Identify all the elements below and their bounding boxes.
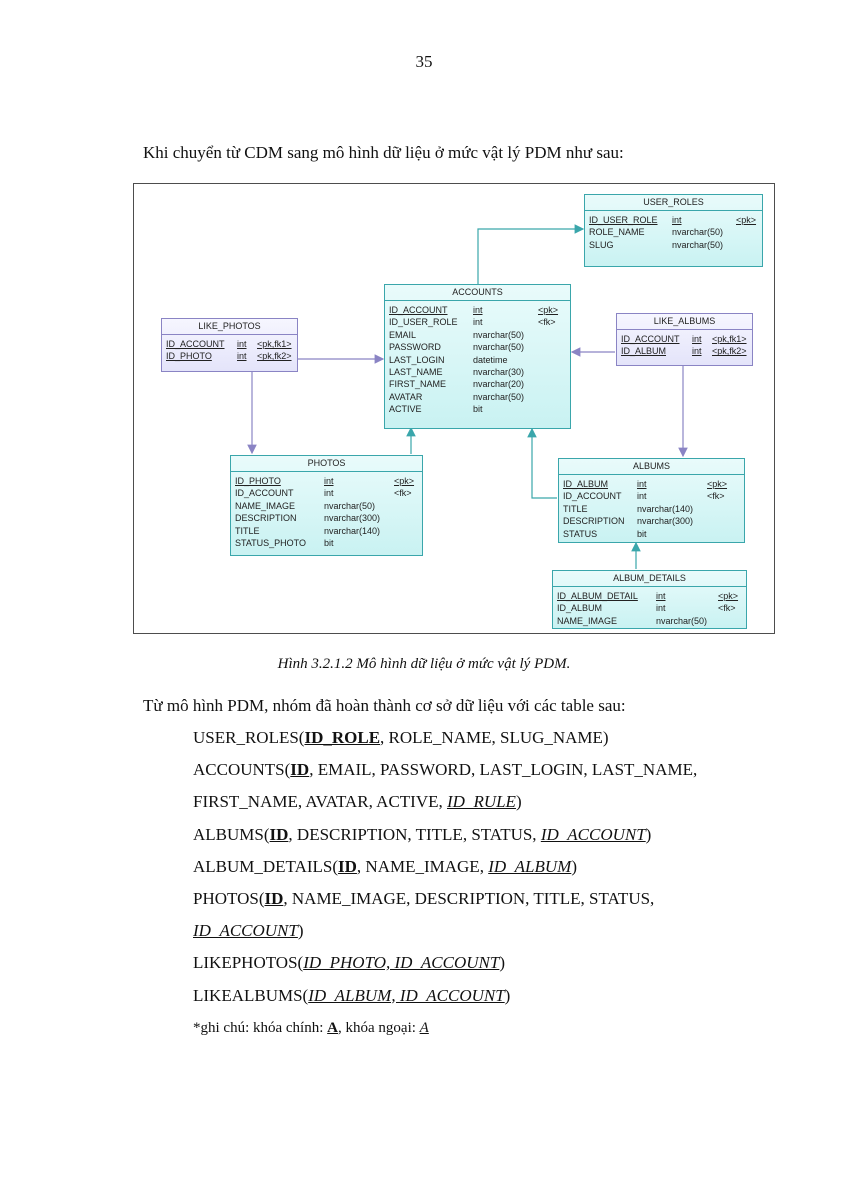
entity-title: PHOTOS [231,456,422,472]
schema-note: *ghi chú: khóa chính: A, khóa ngoại: A [193,1019,429,1036]
schema-albums: ALBUMS(ID, DESCRIPTION, TITLE, STATUS, I… [193,824,652,844]
page-number: 35 [415,52,433,71]
schema-photos: PHOTOS(ID, NAME_IMAGE, DESCRIPTION, TITL… [193,888,655,908]
entity-title: ALBUM_DETAILS [553,571,746,587]
intro-text: Khi chuyển từ CDM sang mô hình dữ liệu ở… [143,143,624,162]
schema-photos-cont: ID_ACCOUNT) [193,921,304,941]
schema-accounts-cont: FIRST_NAME, AVATAR, ACTIVE, ID_RULE) [193,792,522,812]
paragraph: Từ mô hình PDM, nhóm đã hoàn thành cơ sở… [143,696,626,715]
schema-user-roles: USER_ROLES(ID_ROLE, ROLE_NAME, SLUG_NAME… [193,728,609,747]
figure-caption: Hình 3.2.1.2 Mô hình dữ liệu ở mức vật l… [277,656,571,672]
link-accounts-user-roles [477,224,585,284]
schema-accounts: ACCOUNTS(ID, EMAIL, PASSWORD, LAST_LOGIN… [193,760,698,780]
entity-title: ACCOUNTS [385,285,570,301]
schema-likealbums: LIKEALBUMS(ID_ALBUM, ID_ACCOUNT) [193,985,511,1005]
entity-title: LIKE_ALBUMS [617,314,752,330]
schema-album-details: ALBUM_DETAILS(ID, NAME_IMAGE, ID_ALBUM) [193,856,577,876]
link-albums-accounts [527,427,557,499]
relationship-lines [247,224,688,569]
entity-title: USER_ROLES [585,195,762,211]
schema-likephotos: LIKEPHOTOS(ID_PHOTO, ID_ACCOUNT) [193,953,506,973]
entity-title: LIKE_PHOTOS [162,319,297,335]
entity-title: ALBUMS [559,459,744,475]
table-schema-list: USER_ROLES(ID_ROLE, ROLE_NAME, SLUG_NAME… [193,728,697,1050]
